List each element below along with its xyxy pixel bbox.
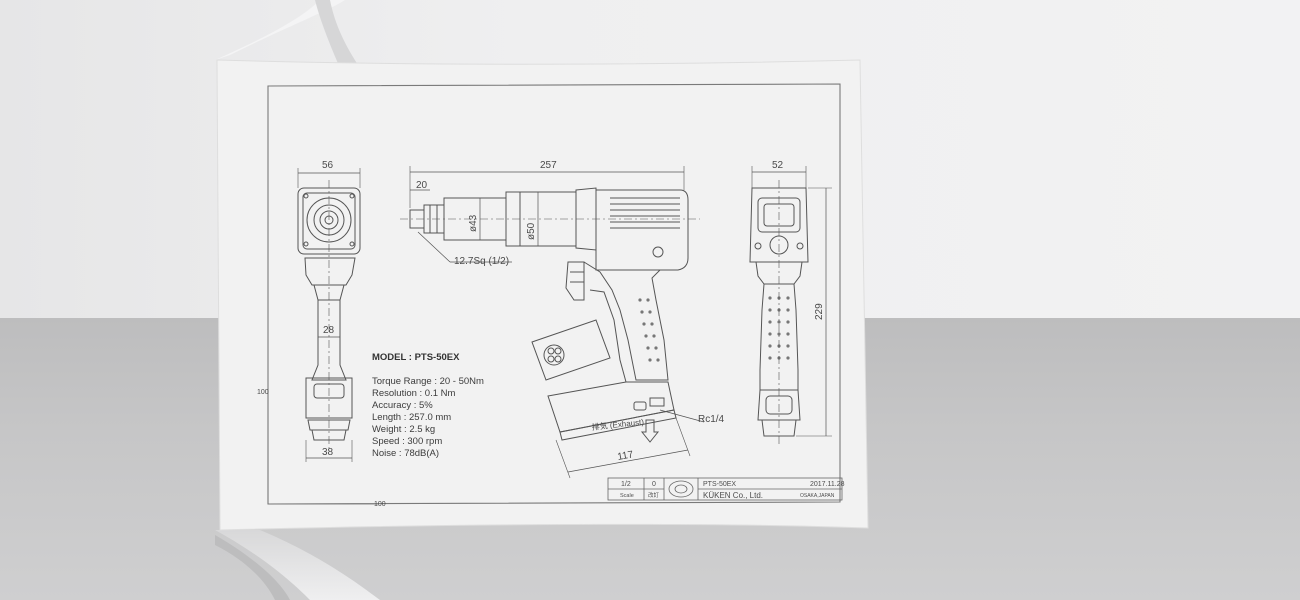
spec-weight: Weight : 2.5 kg [372,424,435,435]
dim-air-port: Rc1/4 [698,414,725,425]
spec-accuracy: Accuracy : 5% [372,400,433,411]
title-block [607,477,843,501]
spec-resolution: Resolution : 0.1 Nm [372,388,456,399]
tb-company: KÜKEN Co., Ltd. [703,491,763,500]
dim-base-width: 38 [322,447,334,458]
paper [216,59,869,531]
side-view [400,166,705,479]
dim-front-width: 56 [322,160,334,171]
spec-length: Length : 257.0 mm [372,412,451,423]
drawing-border [267,83,841,505]
dim-nose-length: 20 [416,180,428,191]
spec-torque: Torque Range : 20 - 50Nm [372,376,484,387]
dim-handle-width: 28 [323,325,335,336]
tb-revision-label: 改訂 [648,491,660,499]
tb-date: 2017.11.28 [810,481,845,488]
scale-mark-vertical: 100 [257,389,269,396]
tb-location: OSAKA,JAPAN [800,493,835,499]
rear-view [749,166,832,445]
dim-side-length: 257 [540,160,557,171]
tb-revision-value: 0 [652,481,656,488]
dim-diameter-50: ø50 [526,222,537,240]
model-title: MODEL : PTS-50EX [372,352,460,363]
dim-rear-width: 52 [772,160,784,171]
scale-mark-horizontal: 100 [374,501,386,508]
dim-square-drive: 12.7Sq (1/2) [454,256,509,267]
spec-noise: Noise : 78dB(A) [372,448,439,459]
spec-speed: Speed : 300 rpm [372,436,442,447]
tb-part-name: PTS-50EX [703,481,736,488]
tb-scale-value: 1/2 [621,481,631,488]
dim-diameter-43: ø43 [468,214,479,232]
dim-height: 229 [814,303,825,320]
dim-battery-length: 117 [617,449,635,463]
front-view [297,168,361,462]
tb-scale-label: Scale [620,493,634,499]
